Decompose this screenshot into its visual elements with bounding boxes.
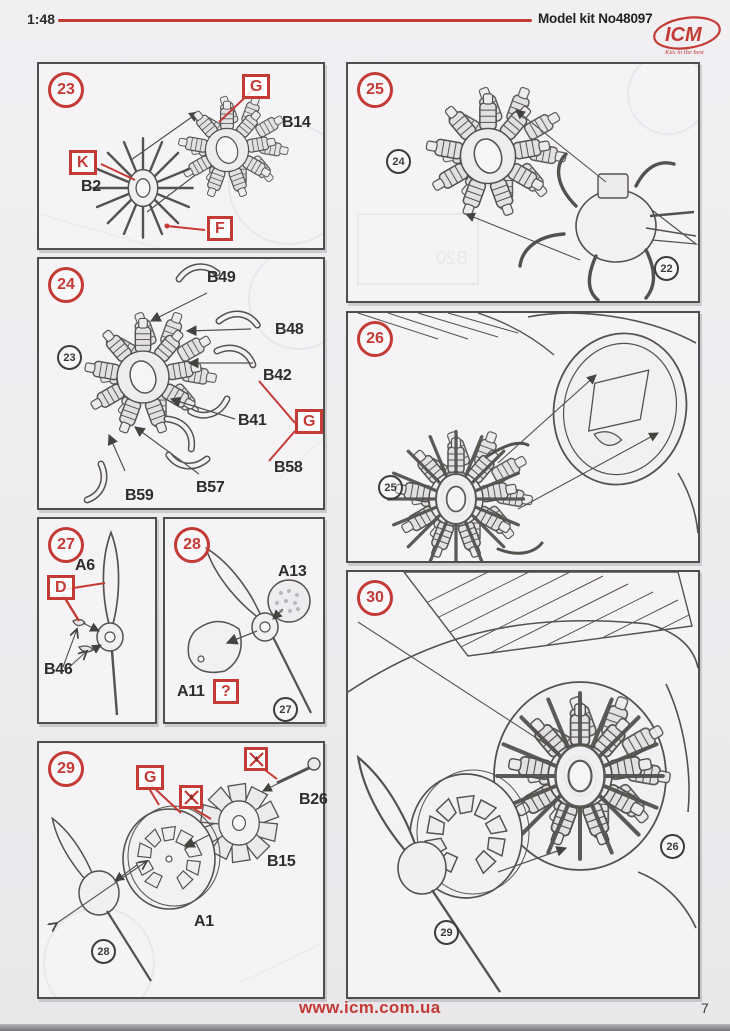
page-number: 7 [701,1000,709,1016]
step-27-panel: 27 A6 D B46 [37,517,157,724]
part-flag-K: K [69,150,97,175]
icm-logo: ICM Kits in the best [653,16,721,56]
ref-badge-22: 22 [654,256,679,281]
part-label-B58: B58 [274,459,303,476]
part-label-B49: B49 [207,269,236,286]
step-25-panel: B20 25 24 22 [346,62,700,303]
kit-number-label: Model kit No48097 [538,11,653,26]
part-label-B57: B57 [196,479,225,496]
part-label-A6: A6 [75,557,95,574]
website-label: www.icm.com.ua [299,998,441,1017]
step-30-illustration [348,572,698,993]
step-29-illustration [43,757,323,997]
part-label-B41: B41 [238,412,267,429]
part-label-B59: B59 [125,487,154,504]
step-badge-24: 24 [48,267,84,303]
part-flag-G: G [136,765,165,790]
step-badge-29: 29 [48,751,84,787]
step-26-panel: 26 25 [346,311,700,563]
step-27-illustration [61,531,124,716]
ref-badge-23: 23 [57,345,82,370]
part-flag-F: F [207,216,233,241]
ref-badge-24: 24 [386,149,411,174]
part-label-A13: A13 [278,563,307,580]
step-23-panel: 23 G B14 K B2 F [37,62,325,250]
ref-badge-27: 27 [273,697,298,722]
step-24-illustration [39,259,323,508]
step-badge-28: 28 [174,527,210,563]
icm-logo-tagline: Kits in the best [664,49,704,56]
part-label-A1: A1 [194,913,214,930]
step-29-panel: 29 G B26 B15 A1 28 [37,741,328,999]
step-25-illustration: B20 [357,64,698,301]
icm-logo-text: ICM [665,24,703,46]
part-label-B14: B14 [282,114,311,131]
part-label-B15: B15 [267,853,296,870]
part-label-B26: B26 [299,791,328,808]
step-badge-27: 27 [48,527,84,563]
part-label-A11: A11 [177,683,205,700]
no-glue-icon [179,785,203,809]
step-26-illustration [357,313,698,561]
header-rule [58,19,532,22]
part-flag-D: D [47,575,75,600]
part-flag-G: G [295,409,324,434]
ref-badge-25: 25 [378,475,403,500]
step-badge-23: 23 [48,72,84,108]
ref-badge-28: 28 [91,939,116,964]
ref-badge-29: 29 [434,920,459,945]
step-badge-30: 30 [357,580,393,616]
part-label-B46: B46 [44,661,73,678]
ref-badge-26: 26 [660,834,685,859]
step-28-panel: 28 A13 A11 ? 27 [163,517,325,724]
step-30-panel: 30 26 29 [346,570,700,999]
optional-question-icon: ? [213,679,239,704]
svg-text:B20: B20 [436,248,468,268]
step-28-illustration [187,543,312,714]
scale-label: 1:48 [27,11,56,27]
step-badge-25: 25 [357,72,393,108]
part-label-B42: B42 [263,367,292,384]
no-glue-icon [244,747,268,771]
step-24-panel: 24 23 B49 B48 B42 B41 G B58 B57 B59 [37,257,325,510]
part-flag-G: G [242,74,271,99]
step-badge-26: 26 [357,321,393,357]
part-label-B48: B48 [275,321,304,338]
scan-edge [0,1024,730,1031]
part-label-B2: B2 [81,178,101,195]
